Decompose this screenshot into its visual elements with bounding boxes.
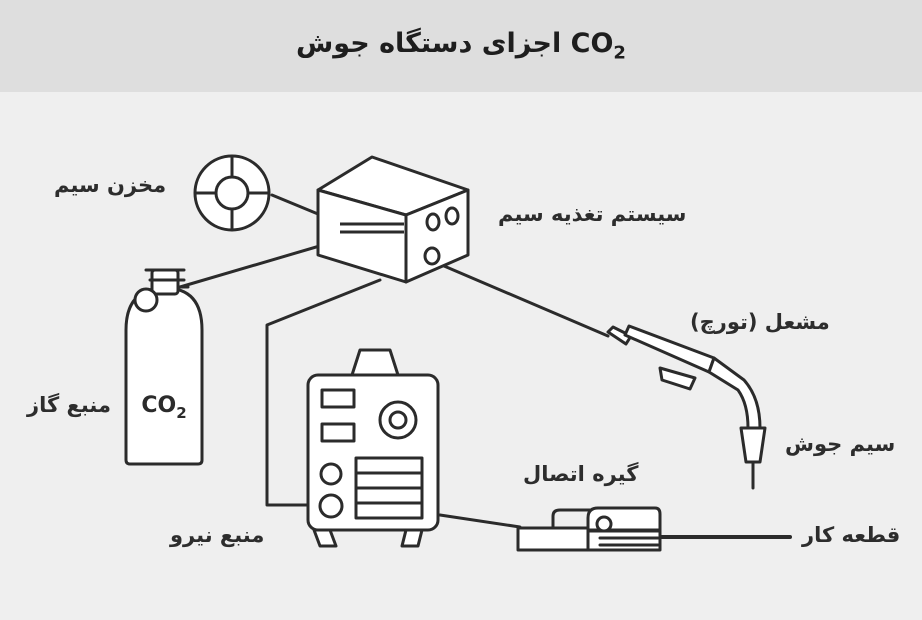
wire-spool <box>193 154 271 232</box>
label-workpiece: قطعه کار <box>802 523 901 547</box>
spool-to-feeder-line <box>270 193 320 216</box>
label-ground-clamp: گیره اتصال <box>523 462 639 486</box>
label-welding-wire: سیم جوش <box>785 432 896 456</box>
label-gas-source: منبع گاز <box>27 393 111 417</box>
gas-cylinder <box>124 268 204 466</box>
title-bar: اجزای دستگاه جوش CO2 <box>0 0 922 92</box>
power-to-clamp-cable <box>438 513 522 537</box>
label-wire-feeder: سیستم تغذیه سیم <box>498 202 687 226</box>
title-co2: CO2 <box>570 28 626 64</box>
label-power-source: منبع نیرو <box>170 523 265 547</box>
label-wire-spool: مخزن سیم <box>54 173 167 197</box>
power-source <box>306 348 440 548</box>
label-torch: مشعل (تورچ) <box>690 310 830 334</box>
welding-torch <box>606 324 767 490</box>
wire-feeder <box>316 155 470 284</box>
ground-clamp <box>516 506 662 552</box>
page-title: اجزای دستگاه جوش CO2 <box>0 28 922 63</box>
feeder-to-power-line <box>265 278 382 507</box>
feeder-to-torch-cable <box>428 258 610 338</box>
title-text: اجزای دستگاه جوش <box>296 28 562 59</box>
gas-to-feeder-line <box>178 238 342 289</box>
cylinder-label: CO2 <box>141 393 186 422</box>
